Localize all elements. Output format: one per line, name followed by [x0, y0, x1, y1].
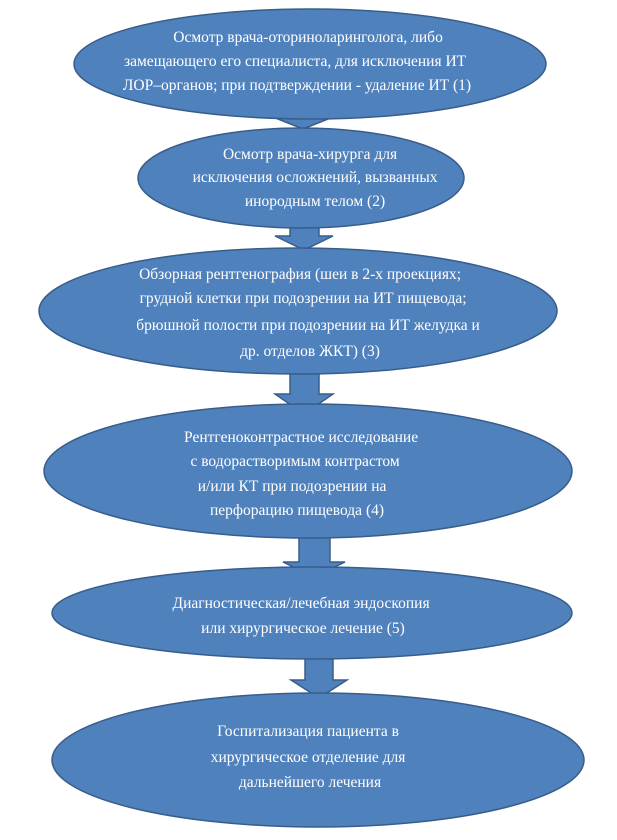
step-6-text: Госпитализация пациента в хирургическое …: [211, 723, 410, 791]
step-1-line-1: Осмотр врача-оториноларинголога, либо: [173, 29, 443, 46]
step-4-node: Рентгеноконтрастное исследование с водор…: [43, 403, 573, 539]
step-3-line-2: грудной клетки при подозрении на ИТ пище…: [140, 290, 467, 307]
step-5-node: Диагностическая/лечебная эндоскопия или …: [51, 566, 573, 660]
step-6-ellipse: [51, 692, 585, 828]
step-6-line-1: Госпитализация пациента в: [217, 723, 399, 740]
step-4-line-3: и/или КТ при подозрении на: [198, 478, 387, 495]
step-1-line-2: замещающего его специалиста, для исключе…: [124, 53, 467, 70]
step-3-node: Обзорная рентгенография (шеи в 2-х проек…: [38, 247, 558, 375]
step-4-line-2: с водорастворимым контрастом: [190, 453, 399, 470]
step-2-text: Осмотр врача-хирурга для исключения осло…: [193, 146, 442, 210]
step-2-line-1: Осмотр врача-хирурга для: [223, 146, 397, 163]
step-2-line-2: исключения осложнений, вызванных: [193, 169, 438, 186]
step-4-line-1: Рентгеноконтрастное исследование: [184, 429, 418, 446]
step-6-line-2: хирургическое отделение для: [211, 749, 406, 766]
step-1-ellipse: [73, 8, 547, 120]
step-3-text: Обзорная рентгенография (шеи в 2-х проек…: [136, 266, 483, 360]
step-4-text: Рентгеноконтрастное исследование с водор…: [184, 429, 422, 519]
step-5-line-2: или хирургическое лечение (5): [201, 620, 405, 637]
step-5-text: Диагностическая/лечебная эндоскопия или …: [173, 595, 434, 637]
step-1-text: Осмотр врача-оториноларинголога, либо за…: [123, 29, 471, 94]
step-2-line-3: инородным телом (2): [245, 193, 385, 210]
step-6-line-3: дальнейшего лечения: [239, 774, 381, 791]
step-1-line-3: ЛОР–органов; при подтверждении - удалени…: [123, 77, 471, 94]
step-3-line-4: др. отделов ЖКТ) (3): [240, 343, 380, 360]
step-3-line-1: Обзорная рентгенография (шеи в 2-х проек…: [139, 266, 461, 283]
step-1-node: Осмотр врача-оториноларинголога, либо за…: [73, 8, 547, 120]
arrow-5-6: [288, 654, 350, 699]
step-4-line-4: перфорацию пищевода (4): [210, 502, 384, 519]
step-2-ellipse: [137, 127, 465, 229]
step-4-ellipse: [43, 403, 573, 539]
step-3-line-3: брюшной полости при подозрении на ИТ жел…: [136, 317, 480, 334]
step-3-ellipse: [38, 247, 558, 375]
step-5-line-1: Диагностическая/лечебная эндоскопия: [173, 595, 430, 612]
step-6-node: Госпитализация пациента в хирургическое …: [51, 692, 585, 828]
step-5-ellipse: [51, 566, 573, 660]
step-2-node: Осмотр врача-хирурга для исключения осло…: [137, 127, 465, 229]
